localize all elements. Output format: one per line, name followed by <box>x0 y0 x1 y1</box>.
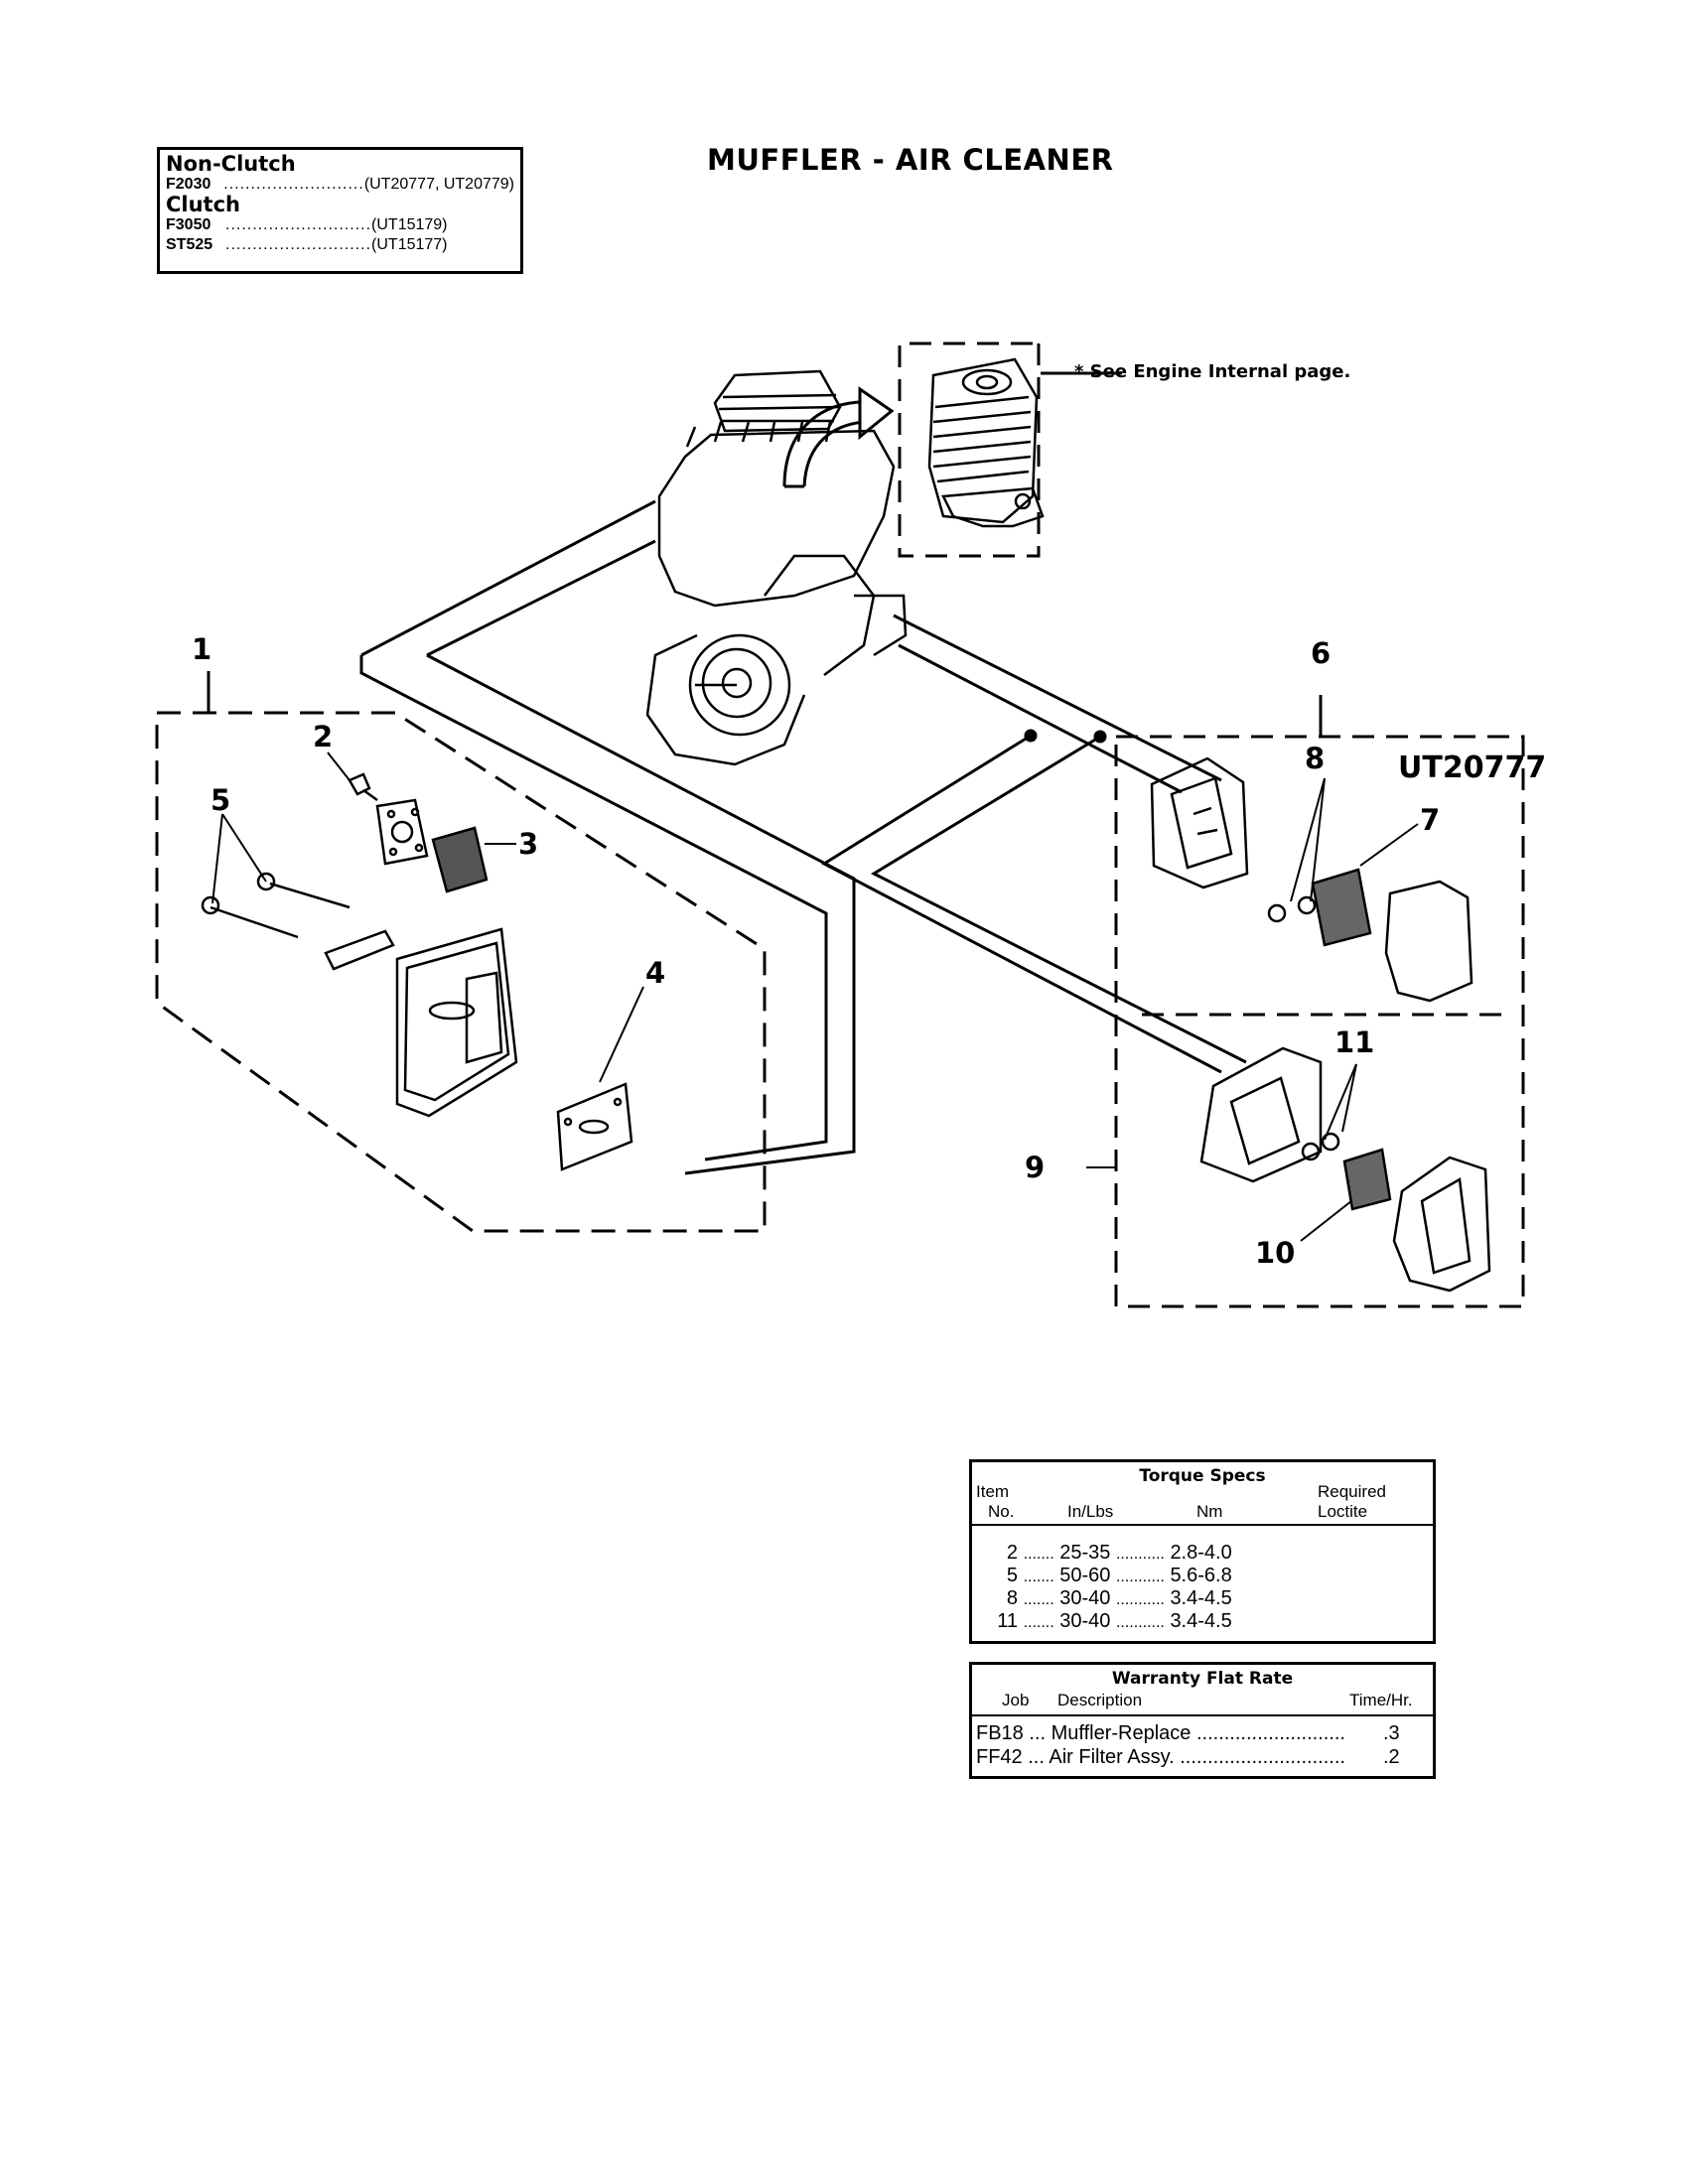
header-item-line2: No. <box>988 1502 1015 1521</box>
header-inlbs: In/Lbs <box>1067 1502 1114 1521</box>
dot-leader: ........... <box>1115 1569 1165 1585</box>
model-row: F2030 .......................... (UT2077… <box>166 175 514 195</box>
header-time: Time/Hr. <box>1349 1691 1413 1709</box>
air-cleaner-assembly-box <box>1114 695 1525 1308</box>
muffler-parts-illustration <box>201 772 633 1171</box>
callout-4: 4 <box>645 956 666 990</box>
unit-codes: (UT15177) <box>371 236 448 253</box>
model-applicability-box: Non-Clutch F2030 .......................… <box>157 147 523 274</box>
table-row: FF42 ... Air Filter Assy. ..............… <box>976 1746 1345 1769</box>
item-no: 11 <box>997 1610 1018 1632</box>
curved-arrow-icon <box>782 386 895 488</box>
dot-leader: .......................... <box>223 176 364 193</box>
dot-leader: ........... <box>1115 1614 1165 1631</box>
unit-codes: (UT15179) <box>371 216 448 233</box>
inlbs-value: 50-60 <box>1059 1565 1111 1586</box>
time-value: .3 <box>1383 1722 1400 1744</box>
job-code: FB18 <box>976 1722 1024 1744</box>
callout-7: 7 <box>1420 803 1441 837</box>
callout-10: 10 <box>1255 1236 1296 1270</box>
model-code: ST525 <box>166 236 213 253</box>
model-row: ST525 ........................... (UT151… <box>166 235 514 255</box>
group-heading-non-clutch: Non-Clutch <box>166 152 296 176</box>
air-cleaner-connection-lines <box>820 614 1247 1074</box>
dot-leader: ....... <box>1023 1614 1054 1631</box>
header-description: Description <box>1057 1691 1143 1709</box>
table-row: FB18 ... Muffler-Replace ...............… <box>976 1722 1345 1745</box>
table-row: 8 ....... 30-40 ........... 3.4-4.5 <box>972 1587 1232 1610</box>
engine-internal-note: * See Engine Internal page. <box>1074 361 1351 382</box>
header-item-line1: Item <box>976 1482 1010 1501</box>
dot-leader: ........................... <box>225 216 372 233</box>
time-value: .2 <box>1383 1746 1400 1768</box>
model-code: F2030 <box>166 176 211 193</box>
model-row: F3050 ........................... (UT151… <box>166 215 514 235</box>
dot-leader: ....... <box>1023 1546 1054 1563</box>
nm-value: 3.4-4.5 <box>1170 1610 1232 1632</box>
callout-leaders <box>211 751 1419 1242</box>
model-code: F3050 <box>166 216 211 233</box>
callout-9: 9 <box>1025 1151 1046 1184</box>
job-description: ... Air Filter Assy. ...................… <box>1028 1746 1345 1768</box>
dot-leader: ........... <box>1115 1591 1165 1608</box>
torque-specs-title: Torque Specs <box>1139 1466 1266 1486</box>
engine-illustration <box>645 369 908 766</box>
dot-leader: ....... <box>1023 1569 1054 1585</box>
group-heading-clutch: Clutch <box>166 193 240 216</box>
page-title: MUFFLER - AIR CLEANER <box>707 143 1114 177</box>
table-row: 5 ....... 50-60 ........... 5.6-6.8 <box>972 1565 1232 1587</box>
callout-8: 8 <box>1305 742 1326 775</box>
table-rule <box>972 1714 1433 1716</box>
callout-5: 5 <box>210 783 231 817</box>
header-job: Job <box>1002 1691 1030 1709</box>
cylinder-illustration <box>927 357 1045 528</box>
inlbs-value: 30-40 <box>1059 1610 1111 1632</box>
inlbs-value: 25-35 <box>1059 1542 1111 1564</box>
torque-specs-table: Torque Specs Item No. In/Lbs Nm Required… <box>969 1459 1436 1644</box>
warranty-title: Warranty Flat Rate <box>1111 1669 1294 1689</box>
item-no: 2 <box>1006 1542 1018 1564</box>
item-no: 8 <box>1006 1587 1018 1609</box>
table-row: 11 ....... 30-40 ........... 3.4-4.5 <box>972 1610 1232 1633</box>
job-code: FF42 <box>976 1746 1023 1768</box>
callout-1: 1 <box>192 632 212 666</box>
nm-value: 5.6-6.8 <box>1170 1565 1232 1586</box>
callout-11: 11 <box>1334 1025 1375 1059</box>
unit-codes: (UT20777, UT20779) <box>363 176 514 193</box>
inlbs-value: 30-40 <box>1059 1587 1111 1609</box>
header-loctite-line2: Loctite <box>1318 1502 1368 1521</box>
job-description: ... Muffler-Replace ....................… <box>1029 1722 1345 1744</box>
callout-6: 6 <box>1311 636 1332 670</box>
callout-3: 3 <box>518 827 539 861</box>
dot-leader: ........................... <box>225 236 372 253</box>
dot-leader: ........... <box>1115 1546 1165 1563</box>
header-loctite-line1: Required <box>1318 1482 1386 1501</box>
dot-leader: ....... <box>1023 1591 1054 1608</box>
header-nm: Nm <box>1196 1502 1223 1521</box>
muffler-assembly-box <box>155 671 767 1233</box>
warranty-flat-rate-table: Warranty Flat Rate Job Description Time/… <box>969 1662 1436 1779</box>
muffler-connection-lines <box>359 499 856 1175</box>
air-cleaner-parts-illustration <box>1150 756 1491 1293</box>
nm-value: 3.4-4.5 <box>1170 1587 1232 1609</box>
item-no: 5 <box>1006 1565 1018 1586</box>
engine-reference-box <box>898 341 1122 558</box>
callout-2: 2 <box>313 720 334 753</box>
assembly-code-label: UT20777 <box>1398 751 1547 785</box>
table-rule <box>972 1524 1433 1526</box>
table-row: 2 ....... 25-35 ........... 2.8-4.0 <box>972 1542 1232 1565</box>
nm-value: 2.8-4.0 <box>1170 1542 1232 1564</box>
